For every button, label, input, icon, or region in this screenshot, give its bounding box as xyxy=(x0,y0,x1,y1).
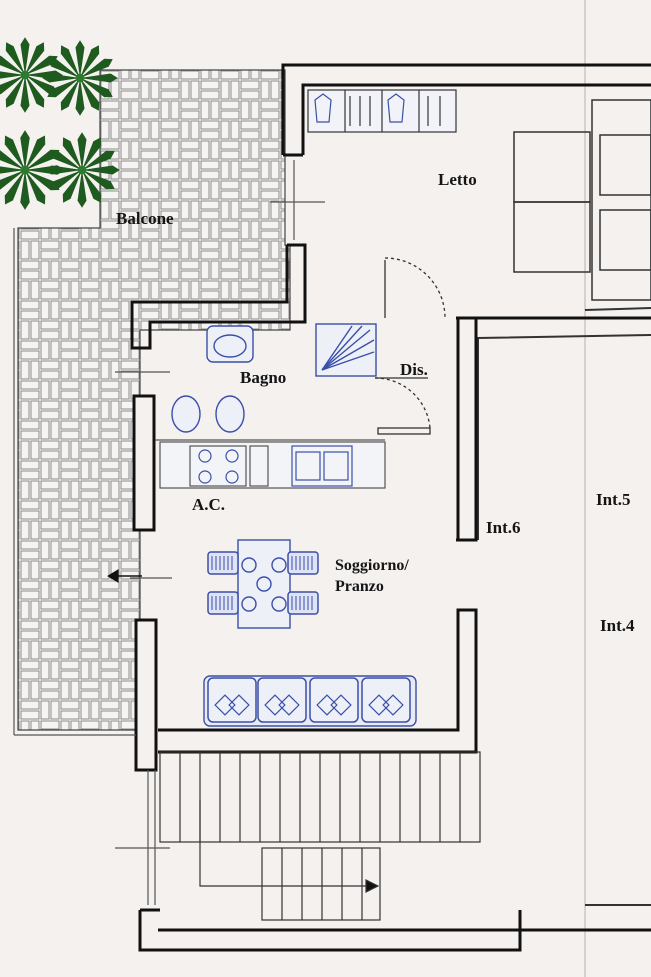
label-balcone: Balcone xyxy=(116,209,174,228)
label-pranzo: Pranzo xyxy=(335,578,384,595)
walls xyxy=(130,63,651,952)
label-ac: A.C. xyxy=(192,495,226,514)
sofa xyxy=(203,675,417,727)
wardrobe xyxy=(307,89,457,133)
bathroom-fixtures xyxy=(171,325,254,433)
kitchen-counter xyxy=(159,441,386,489)
label-int4: Int.4 xyxy=(600,616,635,635)
thin-lines xyxy=(13,160,385,905)
dining-table xyxy=(207,539,319,629)
neighbour-outline xyxy=(477,307,651,906)
bedroom-side-unit xyxy=(513,99,651,301)
doors xyxy=(374,257,446,435)
label-bagno: Bagno xyxy=(240,368,287,387)
label-letto: Letto xyxy=(438,170,477,189)
label-int5: Int.5 xyxy=(596,490,631,509)
label-int6: Int.6 xyxy=(486,518,521,537)
staircase xyxy=(159,751,481,921)
label-dis: Dis. xyxy=(400,360,428,379)
label-soggiorno: Soggiorno/ xyxy=(335,557,409,574)
shower xyxy=(315,323,377,377)
entry-arrow xyxy=(107,569,142,583)
